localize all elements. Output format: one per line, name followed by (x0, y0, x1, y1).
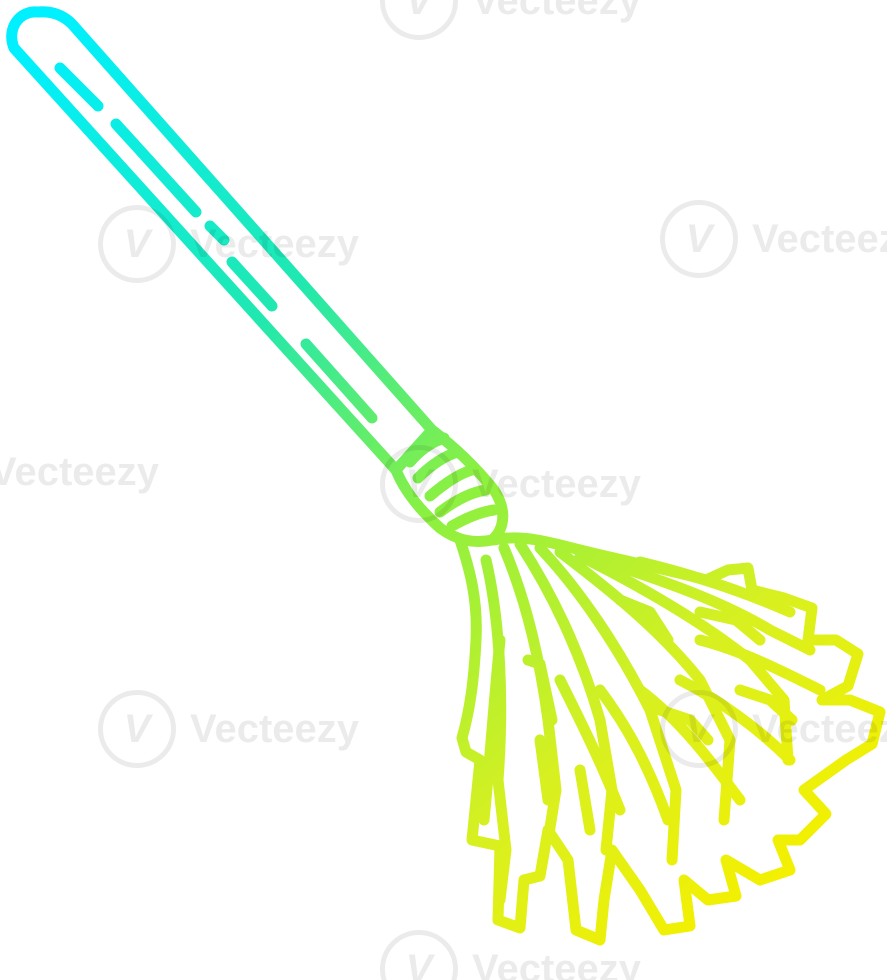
broom-illustration (6, 6, 886, 946)
